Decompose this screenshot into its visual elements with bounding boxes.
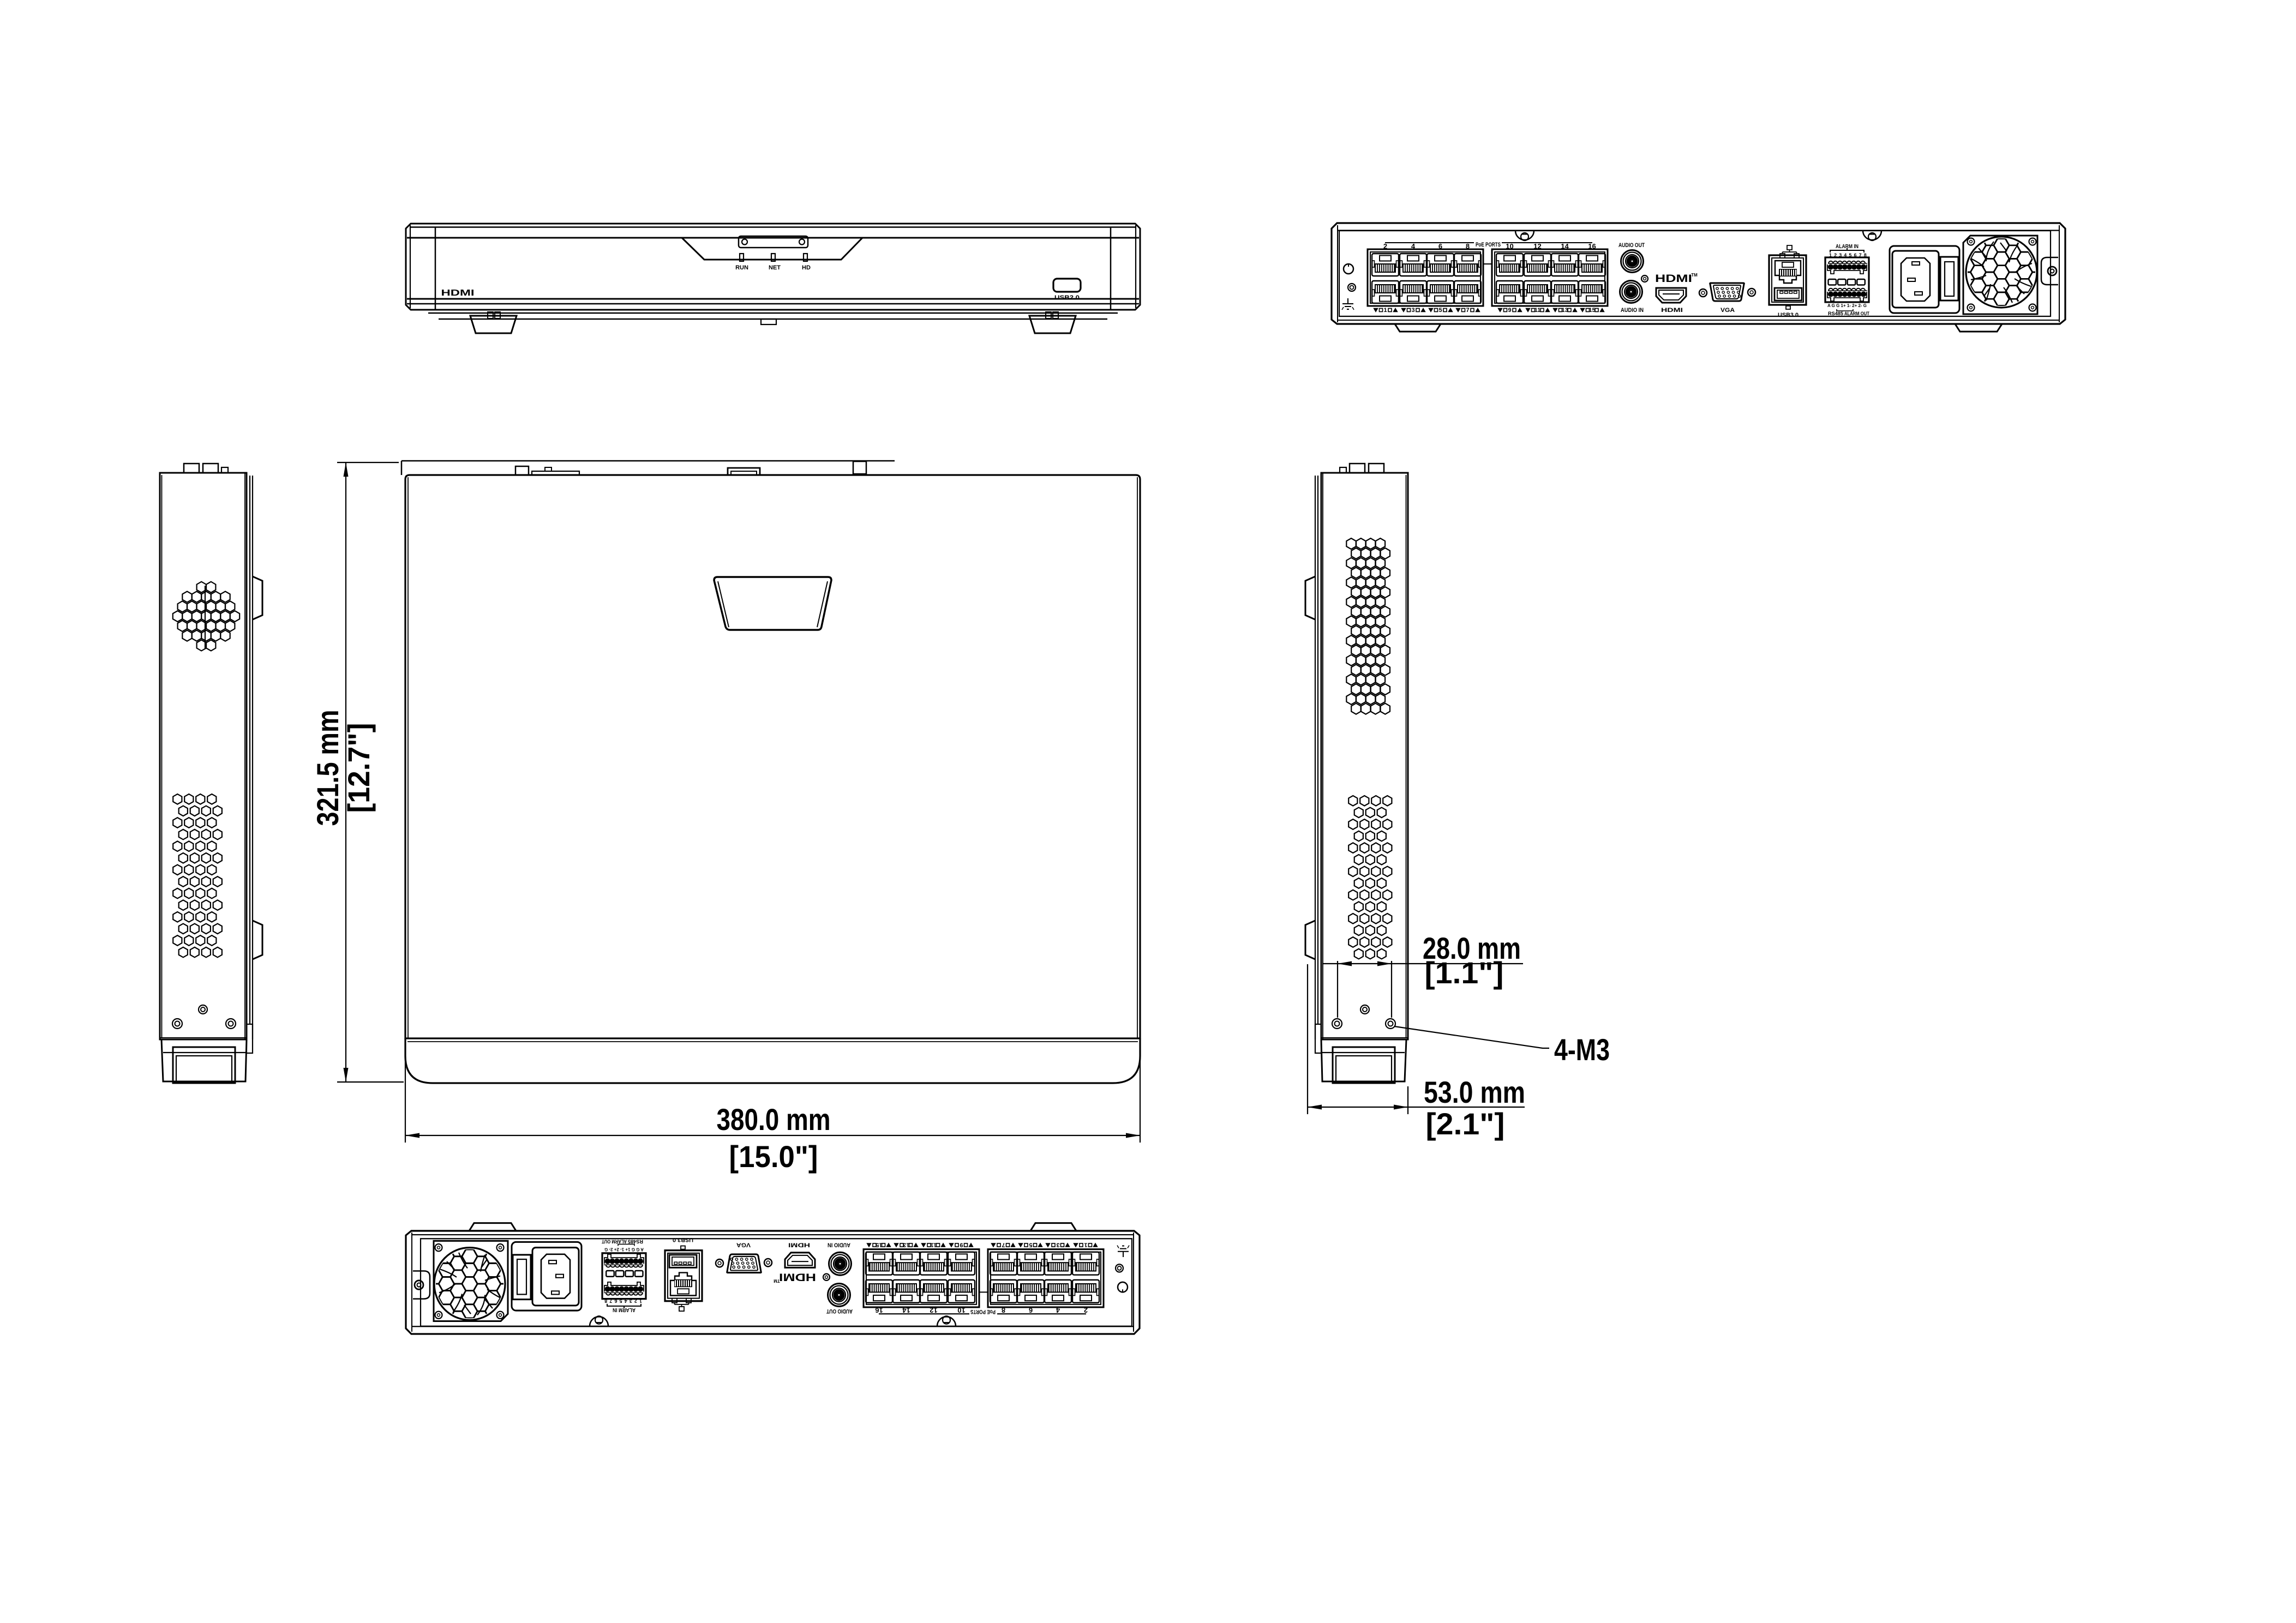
svg-text:HDMI: HDMI [441, 288, 475, 298]
svg-text:[12.7"]: [12.7"] [341, 723, 376, 813]
svg-text:321.5 mm: 321.5 mm [310, 710, 345, 826]
svg-text:NET: NET [769, 265, 781, 271]
svg-text:RUN: RUN [735, 265, 748, 271]
svg-text:4-M3: 4-M3 [1554, 1032, 1610, 1067]
svg-text:HD: HD [802, 265, 811, 271]
svg-text:USB2.0: USB2.0 [1054, 294, 1080, 301]
svg-text:[15.0"]: [15.0"] [729, 1139, 818, 1174]
svg-text:28.0 mm: 28.0 mm [1423, 931, 1521, 965]
svg-text:53.0 mm: 53.0 mm [1424, 1075, 1525, 1109]
svg-text:[2.1"]: [2.1"] [1426, 1107, 1505, 1141]
svg-text:380.0 mm: 380.0 mm [717, 1102, 831, 1137]
svg-text:[1.1"]: [1.1"] [1425, 955, 1504, 990]
